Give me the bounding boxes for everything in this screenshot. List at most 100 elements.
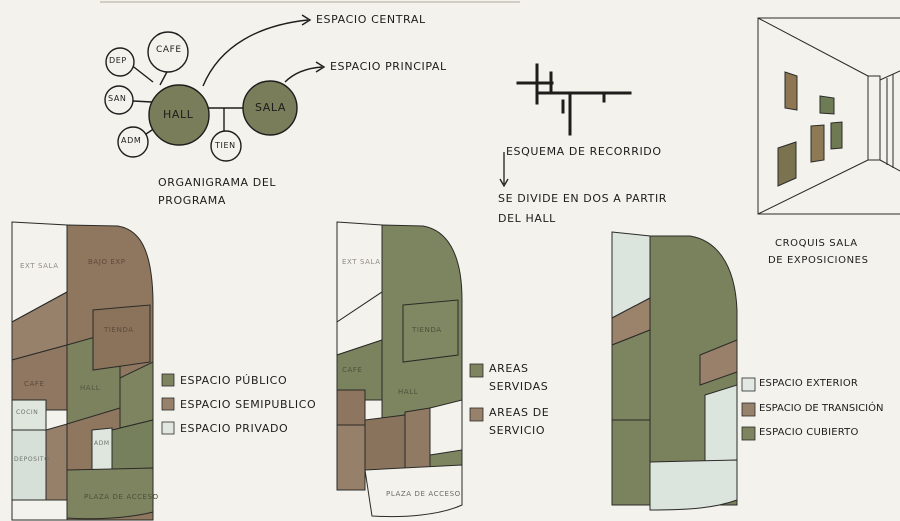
swatch-privado [161, 421, 175, 435]
legend-espacio-privado: ESPACIO PRIVADO [180, 422, 289, 435]
sketch-caption-2: DE EXPOSICIONES [768, 255, 869, 266]
zone-service-3 [364, 414, 406, 471]
zone-edge [11, 499, 68, 521]
sketch-back-wall [867, 75, 881, 161]
node-adm [117, 126, 149, 158]
zone-plaza [364, 464, 463, 518]
node-label-hall: HALL [163, 108, 194, 121]
legend-areas-servidas-2: SERVIDAS [489, 380, 549, 393]
zone-cubierto-left [611, 329, 651, 421]
sketch-floor-line [757, 159, 869, 215]
plan2-label-plaza: PLAZA DE ACCESO [386, 490, 461, 498]
node-san [104, 85, 134, 115]
zone-exterior-bottom [649, 459, 738, 511]
zone-gap [429, 399, 463, 456]
zone-tienda [402, 299, 459, 363]
plan-2 [336, 221, 463, 518]
arrowhead-principal [315, 61, 326, 73]
plan1-label-plaza: PLAZA DE ACCESO [84, 493, 159, 501]
connector-san [132, 100, 153, 103]
node-label-tien: TIEN [215, 141, 236, 150]
plan1-label-tienda: TIENDA [104, 326, 134, 334]
node-sala [242, 80, 298, 136]
plan1-label-adm: ADM [94, 440, 110, 447]
zone-plaza [66, 467, 154, 520]
circulation-label: ESQUEMA DE RECORRIDO [506, 145, 662, 158]
circulation-scheme [516, 63, 632, 136]
sketch-floor-right [879, 159, 900, 172]
legend-espacio-transicion: ESPACIO DE TRANSICIÓN [759, 403, 884, 414]
arrowhead-central [301, 14, 312, 26]
node-label-dep: DEP [109, 56, 127, 65]
node-tien [210, 130, 242, 162]
plan2-label-cafe: CAFE [342, 366, 363, 374]
sketch-painting [777, 141, 797, 187]
zone-cafe [336, 339, 383, 401]
plan-3 [611, 231, 738, 511]
sketch-ceiling-right [879, 70, 900, 81]
connector-dep [129, 63, 154, 83]
node-hall [148, 84, 210, 146]
sketch-painting [830, 121, 843, 150]
swatch-transicion [741, 402, 756, 417]
plan1-label-deposito: DEPOSITO [14, 456, 50, 463]
swatch-servidas [469, 363, 484, 378]
legend-espacio-exterior: ESPACIO EXTERIOR [759, 378, 859, 389]
plan1-label-hall: HALL [80, 384, 101, 392]
sketch-painting [819, 95, 835, 115]
legend-espacio-semipublico: ESPACIO SEMIPUBLICO [180, 398, 317, 411]
node-label-sala: SALA [255, 101, 287, 114]
zone-private [91, 427, 113, 471]
exhibition-sketch [757, 17, 900, 215]
plan2-label-hall: HALL [398, 388, 419, 396]
sketch-caption-1: CROQUIS SALA [775, 238, 858, 249]
zone-service-1 [336, 389, 366, 426]
plan2-label-tienda: TIENDA [412, 326, 442, 334]
node-label-cafe: CAFE [156, 45, 182, 55]
callout-espacio-principal: ESPACIO PRINCIPAL [330, 60, 447, 73]
sketch-painting [784, 71, 798, 111]
zone-cubierto-bottom [611, 419, 651, 506]
zone-exterior-right [704, 384, 738, 463]
plan1-label-ext-sala: EXT SALA [20, 262, 59, 270]
callout-espacio-central: ESPACIO CENTRAL [316, 13, 426, 26]
swatch-cubierto [741, 426, 756, 441]
organigram-caption-2: PROGRAMA [158, 194, 226, 207]
swatch-semipublico [161, 397, 175, 411]
swatch-exterior [741, 377, 756, 392]
zone-service-4 [404, 407, 431, 471]
zone-deposito [11, 429, 47, 501]
sketch-painting [810, 124, 825, 163]
organigram [104, 14, 326, 162]
zone-service-2 [336, 424, 366, 491]
plan-1 [11, 221, 154, 521]
node-label-adm: ADM [121, 136, 142, 145]
legend-areas-servicio-1: AREAS DE [489, 406, 550, 419]
sketch-ceiling-line [757, 17, 869, 77]
plan1-label-cocina: COCIN [16, 409, 39, 416]
legend-areas-servicio-2: SERVICIO [489, 424, 546, 437]
swatch-publico [161, 373, 175, 387]
note-arrow [499, 152, 509, 188]
circulation-note-1: SE DIVIDE EN DOS A PARTIR [498, 192, 668, 205]
node-dep [105, 47, 135, 77]
circulation-note-2: DEL HALL [498, 212, 556, 225]
zone-transicion-2 [699, 339, 738, 386]
plan1-label-cafe: CAFE [24, 380, 45, 388]
arrowhead-down [499, 178, 509, 188]
plan1-label-bajo-exp: BAJO EXP [88, 258, 126, 266]
legend-espacio-cubierto: ESPACIO CUBIERTO [759, 427, 859, 438]
arrow-espacio-central [202, 19, 309, 87]
sketch-frame [757, 17, 900, 215]
organigram-caption-1: ORGANIGRAMA DEL [158, 176, 277, 189]
arrow-espacio-principal [284, 66, 323, 83]
node-label-san: SAN [108, 94, 127, 103]
swatch-servicio [469, 407, 484, 422]
node-cafe [147, 31, 189, 73]
legend-espacio-publico: ESPACIO PÚBLICO [180, 374, 288, 387]
zone-tienda [92, 304, 151, 371]
legend-areas-servidas-1: AREAS [489, 362, 529, 375]
plan2-label-ext-sala: EXT SALA [342, 258, 381, 266]
